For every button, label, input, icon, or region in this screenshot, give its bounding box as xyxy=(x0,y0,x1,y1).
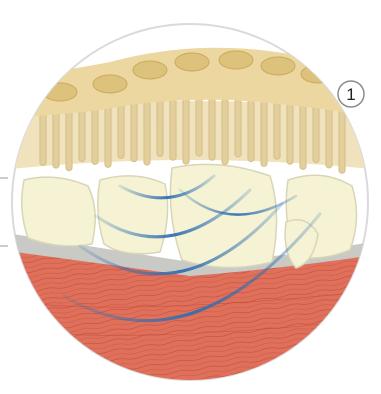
dermal-papilla xyxy=(53,106,59,168)
dermal-papilla xyxy=(40,107,46,165)
epidermis-cell xyxy=(261,57,295,75)
fat-lobule xyxy=(22,177,95,246)
fat-lobule xyxy=(98,176,168,254)
epidermis-cell xyxy=(133,61,167,79)
dermal-papilla xyxy=(300,103,306,169)
epidermis-cell xyxy=(175,53,209,71)
step-badge: 1 xyxy=(338,81,364,107)
dermal-papilla xyxy=(261,100,267,166)
dermal-papilla xyxy=(144,99,150,165)
dermal-papilla xyxy=(66,105,72,171)
dermal-papilla xyxy=(118,100,124,158)
dermal-papilla xyxy=(339,107,345,173)
dermal-papilla xyxy=(287,102,293,164)
dermal-papilla xyxy=(222,98,228,164)
dermal-papilla xyxy=(209,98,215,160)
fat-lobule xyxy=(170,164,276,267)
epidermis-cell xyxy=(301,65,335,83)
step-number: 1 xyxy=(346,85,355,104)
epidermis-cell xyxy=(93,75,127,93)
dermal-papilla xyxy=(235,99,241,157)
epidermis-cell xyxy=(43,83,77,101)
dermal-papilla xyxy=(170,98,176,160)
dermal-papilla xyxy=(196,98,202,156)
dermal-papilla xyxy=(326,106,332,168)
dermal-papilla xyxy=(183,98,189,164)
dermal-papilla xyxy=(105,101,111,167)
dermal-papilla xyxy=(157,99,163,157)
dermal-papilla xyxy=(248,100,254,162)
dermal-papilla xyxy=(131,100,137,162)
dermal-papilla xyxy=(313,105,319,163)
dermal-papilla xyxy=(92,102,98,164)
dermal-papilla xyxy=(274,101,280,159)
epidermis-cell xyxy=(219,51,253,69)
